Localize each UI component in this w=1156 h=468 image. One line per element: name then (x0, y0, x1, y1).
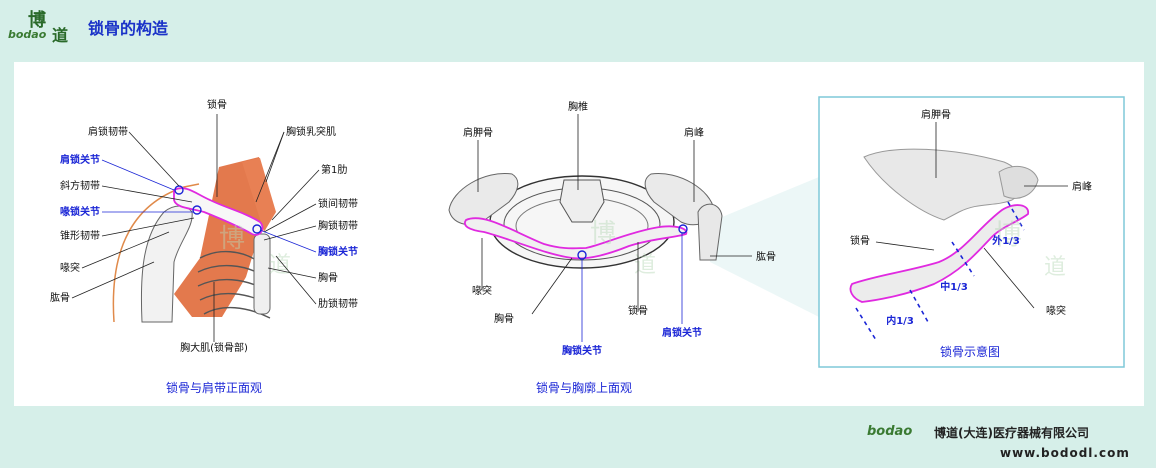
label-humerus-top: 肱骨 (756, 251, 776, 263)
label-ac-ligament: 肩锁韧带 (88, 125, 128, 138)
label-clavicle: 锁骨 (207, 98, 227, 111)
clavicle-outline-top (464, 217, 688, 260)
caption-superior-view: 锁骨与胸廓上面观 (536, 380, 632, 395)
clavicle-diagrams: 博 道 锁骨 肩锁韧带 胸锁乳突肌 肩锁关节 第1肋 (50, 96, 1125, 395)
label-thoracic-vertebra: 胸椎 (568, 100, 588, 113)
ac-joint-marker-top (678, 224, 688, 234)
diagram-panel: 博 道 锁骨 肩锁韧带 胸锁乳突肌 肩锁关节 第1肋 (14, 62, 1144, 406)
watermark: 博 (219, 224, 245, 254)
caption-schematic: 锁骨示意图 (940, 344, 1000, 359)
label-middle-third: 中1/3 (940, 280, 968, 293)
thoracic-vertebra (559, 179, 605, 223)
caption-frontal-view: 锁骨与肩带正面观 (166, 380, 262, 395)
logo-char-bo: 博 (28, 10, 46, 31)
label-clavicle-top: 锁骨 (628, 304, 648, 317)
label-inner-third: 内1/3 (886, 314, 914, 327)
watermark: 道 (269, 253, 291, 278)
watermark: 道 (634, 253, 656, 278)
figure-superior-view: 博 道 胸椎 肩胛骨 肩峰 肱骨 喙突 胸骨 锁骨 胸锁关节 肩锁关节 锁骨与胸… (448, 100, 819, 395)
label-humerus: 肱骨 (50, 292, 70, 304)
label-sternum: 胸骨 (318, 271, 338, 284)
figure-frontal-view: 博 道 锁骨 肩锁韧带 胸锁乳突肌 肩锁关节 第1肋 (50, 98, 358, 395)
schematic-frame (818, 96, 1125, 368)
footer-website-link[interactable]: www.bododl.com (1000, 446, 1130, 460)
leader-lines-top (477, 114, 752, 315)
label-costoclavicular: 肋锁韧带 (318, 297, 358, 310)
footer-logo: bodao (867, 424, 913, 439)
watermark: 博 (590, 219, 616, 249)
watermark: 道 (1044, 255, 1066, 280)
label-conoid-ligament: 锥形韧带 (60, 230, 100, 242)
bodao-logo: 博 道 bodao (6, 6, 68, 45)
label-sc-ligament: 胸锁韧带 (318, 219, 358, 232)
label-ac-joint: 肩锁关节 (60, 153, 100, 166)
footer-company-name: 博道(大连)医疗器械有限公司 (934, 426, 1089, 440)
label-clavicle-schematic: 锁骨 (850, 234, 870, 247)
page-title: 锁骨的构造 (88, 19, 169, 38)
watermark: 博 (994, 218, 1022, 251)
label-sc-joint: 胸锁关节 (318, 245, 358, 258)
coracoclavicular-joint-marker (192, 205, 202, 215)
acromion-schematic (998, 165, 1039, 199)
label-sc-joint-top: 胸锁关节 (562, 344, 602, 357)
third-divisions (855, 201, 1025, 341)
pectoral-muscle (174, 157, 269, 317)
figure-schematic: 博 道 肩胛骨 肩峰 锁骨 外1/3 中1/3 内1/3 喙突 锁骨示意图 (818, 96, 1125, 368)
label-scapula: 肩胛骨 (463, 126, 493, 139)
label-sternum-top: 胸骨 (494, 312, 514, 325)
label-pectoralis-major: 胸大肌(锁骨部) (180, 341, 248, 354)
header-bar: 博 道 bodao 锁骨的构造 (0, 0, 1156, 46)
leader-lines (71, 114, 320, 342)
label-acromion: 肩峰 (684, 126, 704, 139)
humerus-head (697, 203, 723, 261)
sc-joint-marker (252, 224, 262, 234)
label-outer-third: 外1/3 (991, 234, 1020, 247)
scapula-schematic (863, 148, 1023, 221)
blue-leader-lines-top (581, 233, 683, 342)
label-trapezoid-ligament: 斜方韧带 (60, 179, 100, 192)
logo-wordmark: bodao (8, 28, 47, 41)
label-coracoid-schematic: 喙突 (1046, 304, 1066, 317)
clavicle-outline-schematic (849, 204, 1029, 303)
clavicle-outline (173, 187, 264, 236)
label-coracoclavicular-joint: 喙锁关节 (60, 205, 100, 218)
label-interclavicular: 锁间韧带 (318, 197, 358, 210)
label-acromion-schematic: 肩峰 (1072, 180, 1092, 193)
label-ac-joint-top: 肩锁关节 (662, 326, 702, 339)
projection-beam (710, 177, 819, 317)
sternum-bone (253, 233, 271, 315)
logo-char-dao: 道 (52, 26, 69, 45)
label-scapula-schematic: 肩胛骨 (921, 108, 951, 121)
label-sternocleidomastoid: 胸锁乳突肌 (286, 125, 336, 138)
label-coracoid-top: 喙突 (472, 284, 492, 297)
blue-leader-lines (101, 159, 317, 253)
label-coracoid: 喙突 (60, 261, 80, 274)
leader-lines-schematic (875, 122, 1068, 309)
label-first-rib: 第1肋 (321, 163, 347, 176)
